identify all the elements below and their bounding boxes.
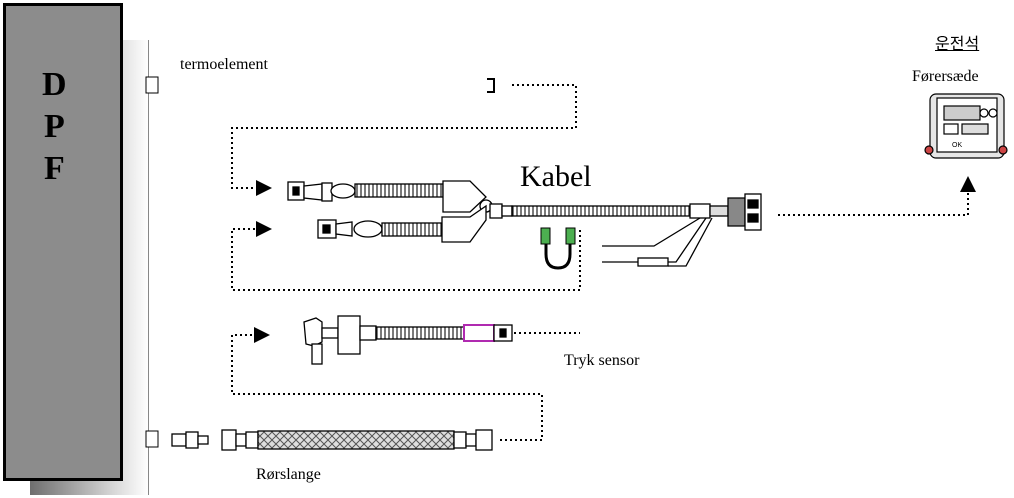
route-driver-seat [778,176,976,216]
side-wire-1 [602,217,701,247]
label-driver-seat-korean: 운전석 [935,34,980,53]
dpf-block [3,3,123,481]
thermocouple-connector [487,78,495,93]
svg-text:OK: OK [952,142,962,149]
label-driver-seat: Førersæde [912,68,979,85]
main-cable-tube [511,205,691,217]
sensor-highlight [463,324,495,342]
route-cable-lower [231,221,581,291]
side-wire-2 [602,217,707,263]
dpf-letter-p: P [44,108,65,145]
pipe-port [145,430,159,448]
lower-corrugated-tube [381,222,443,237]
dpf-letter-f: F [44,150,65,187]
label-pipe-hose: Rørslange [256,466,321,483]
braided-hose [257,430,455,450]
u-clip [540,227,576,270]
upper-y-junction [442,180,487,213]
label-pressure-sensor: Tryk sensor [564,352,640,369]
sensor-corrugated-tube [375,326,465,340]
label-cable: Kabel [520,160,592,193]
pipe-hose-assembly [171,429,493,451]
routing-lines [231,84,976,441]
cable-harness [287,180,762,267]
thermocouple-port [145,76,159,94]
main-connector [727,197,746,227]
dpf-letter-d: D [42,66,67,103]
inline-fuse [637,257,669,267]
label-thermocouple: termoelement [180,56,268,73]
lower-y-junction [441,204,487,243]
pressure-sensor-assembly [303,315,513,365]
upper-corrugated-tube [354,183,444,198]
sensor-body [337,315,361,355]
route-pipe [231,327,543,441]
driver-seat-control-unit: OK [924,93,1008,159]
